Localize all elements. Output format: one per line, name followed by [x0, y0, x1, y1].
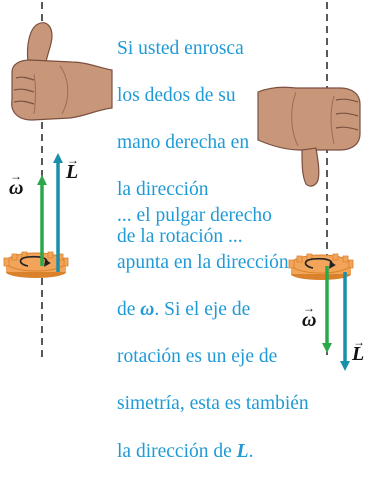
caption-bottom-line: de ω. Si el eje de: [117, 298, 251, 320]
L-label-left: →L: [66, 153, 79, 183]
left-gear: [3, 251, 69, 278]
caption-top-line: mano derecha en: [117, 131, 250, 153]
caption-top-line: los dedos de su: [117, 84, 236, 106]
caption-bottom-line: la dirección de L.: [117, 440, 254, 462]
right-hand-rule-figure: →ω →L →ω →L Si usted enrosca los dedos d…: [3, 2, 365, 462]
caption-thumb-direction: ... el pulgar derecho apunta en la direc…: [117, 180, 312, 487]
caption-bottom-line: rotación es un eje de: [117, 346, 278, 368]
left-gear-rotation-arrow: [19, 255, 51, 267]
caption-bottom-line: apunta en la dirección: [117, 251, 289, 273]
omega-label-left: →ω: [9, 169, 24, 199]
figure-graphics: [3, 2, 361, 371]
right-gear: [288, 253, 354, 280]
right-hand-thumbs-up: [11, 22, 113, 121]
L-label-right: →L: [352, 335, 365, 365]
right-gear-rotation-arrow: [304, 257, 336, 269]
right-hand-thumbs-down: [257, 86, 361, 187]
caption-bottom-line: simetría, esta es también: [117, 393, 309, 415]
caption-top-line: de la rotación ...: [117, 226, 243, 248]
L-symbol-inline: L: [236, 440, 249, 462]
caption-bottom-line: ... el pulgar derecho: [117, 204, 272, 226]
omega-label-right: →ω: [302, 301, 317, 331]
caption-top-line: Si usted enrosca: [117, 37, 244, 59]
caption-top-line: la dirección: [117, 179, 209, 201]
omega-symbol-inline: ω: [140, 298, 155, 320]
caption-curl-fingers: Si usted enrosca los dedos de su mano de…: [117, 13, 317, 273]
